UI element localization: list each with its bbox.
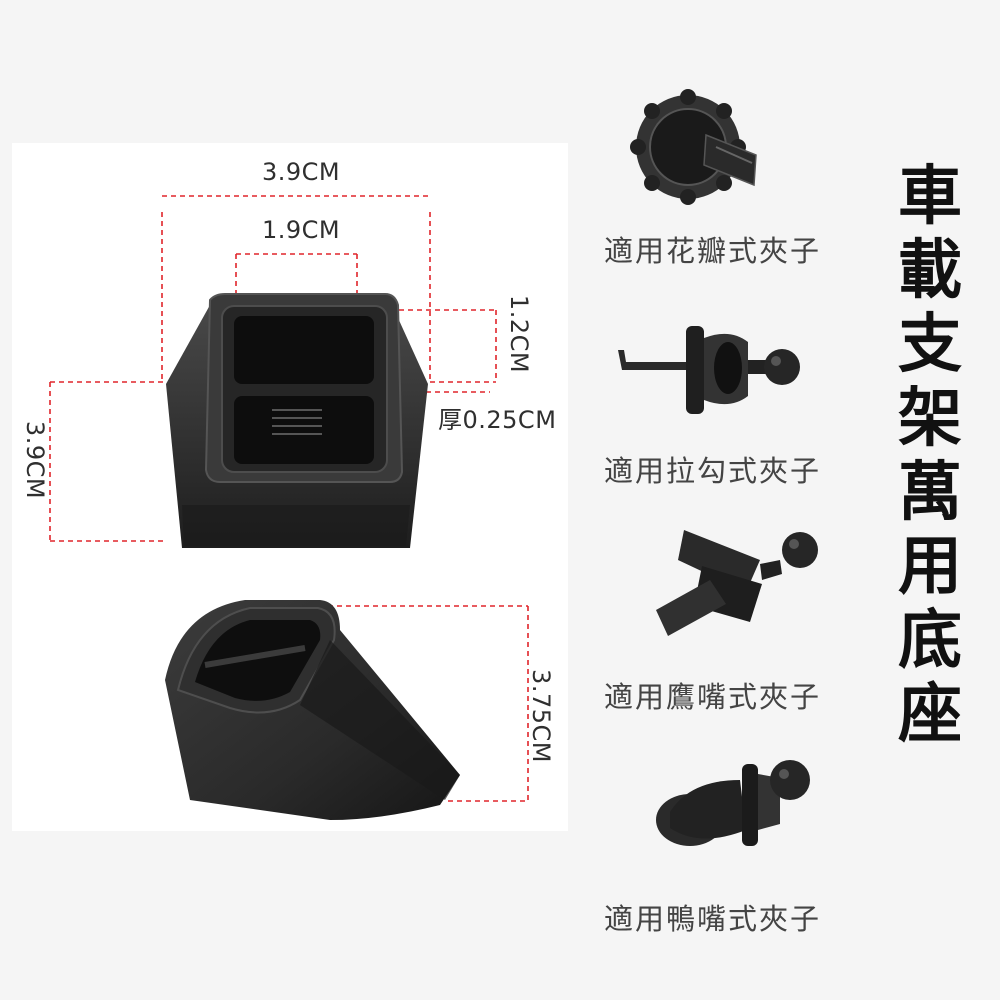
hook-clip-icon [618,326,800,414]
dim-width-outer: 3.9CM [262,158,341,186]
caption-petal-clip: 適用花瓣式夾子 [604,234,822,268]
dim-width-inner: 1.9CM [262,216,341,244]
product-title: 車載支架萬用底座 [898,160,962,752]
caption-duck-bill-clip: 適用鴨嘴式夾子 [604,902,822,936]
caption-eagle-beak-clip: 適用鷹嘴式夾子 [604,680,822,714]
dim-depth: 3.75CM [526,669,555,763]
dim-slot-height: 1.2CM [505,294,534,374]
duck-bill-clip-icon [656,760,810,846]
dim-height-side: 3.9CM [21,420,50,500]
petal-clip-icon [630,89,757,205]
eagle-beak-clip-icon [656,530,818,636]
caption-hook-clip: 適用拉勾式夾子 [604,454,822,488]
dim-thickness: 厚0.25CM [438,406,557,434]
